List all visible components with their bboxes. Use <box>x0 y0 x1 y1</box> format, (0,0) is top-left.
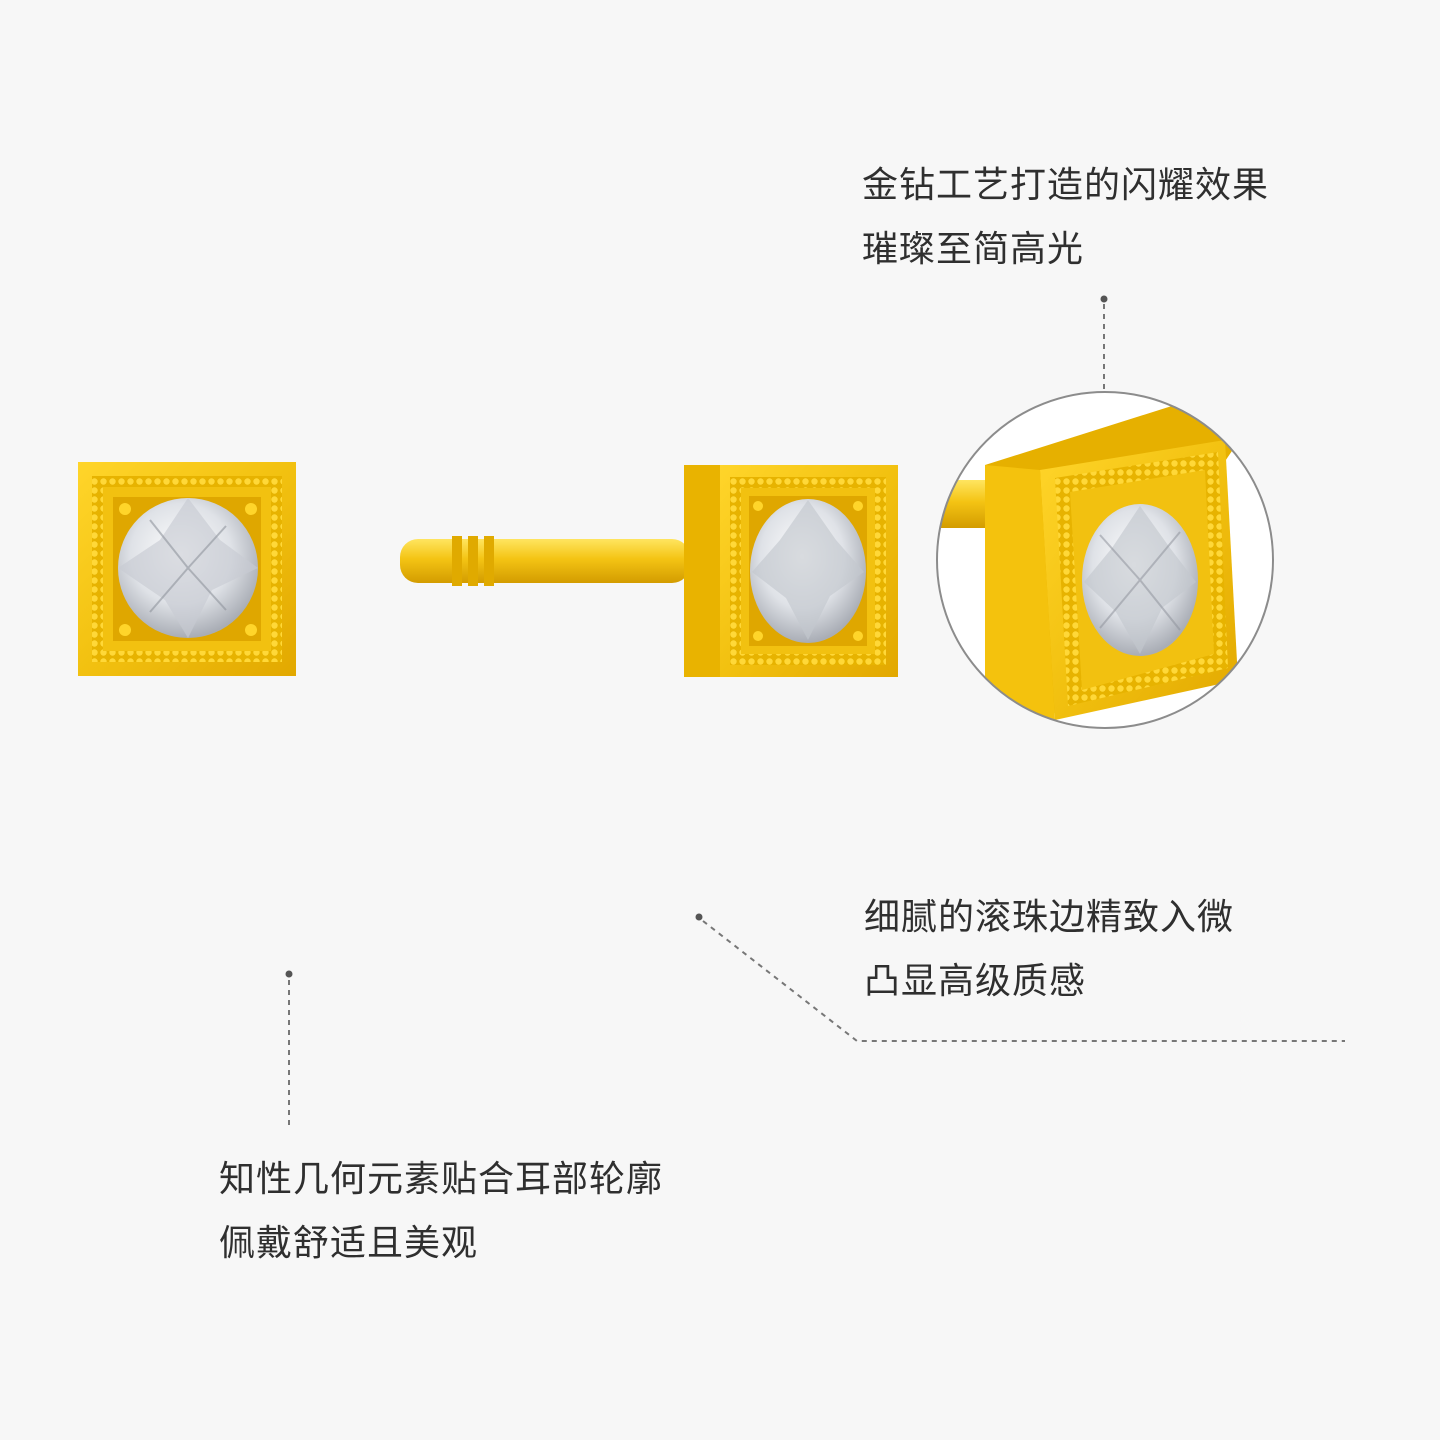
annotation-left-line2: 佩戴舒适且美观 <box>219 1223 479 1264</box>
annotation-top: 金钻工艺打造的闪耀效果 璀璨至简高光 <box>862 154 1269 282</box>
annotation-top-line2: 璀璨至简高光 <box>862 229 1085 270</box>
annotation-left-line1: 知性几何元素贴合耳部轮廓 <box>219 1159 664 1200</box>
leader-line-right <box>695 913 1345 1042</box>
earring-side-view <box>400 465 898 677</box>
annotation-right: 细腻的滚珠边精致入微 凸显高级质感 <box>864 886 1234 1014</box>
leader-line-top <box>1100 295 1108 392</box>
annotation-right-line2: 凸显高级质感 <box>864 961 1087 1002</box>
leader-line-left <box>285 970 293 1130</box>
earring-front-view <box>78 462 296 676</box>
annotation-top-line1: 金钻工艺打造的闪耀效果 <box>862 165 1270 206</box>
zoom-detail-circle <box>936 391 1274 729</box>
annotation-left: 知性几何元素贴合耳部轮廓 佩戴舒适且美观 <box>219 1148 663 1276</box>
annotation-right-line1: 细腻的滚珠边精致入微 <box>864 897 1235 938</box>
